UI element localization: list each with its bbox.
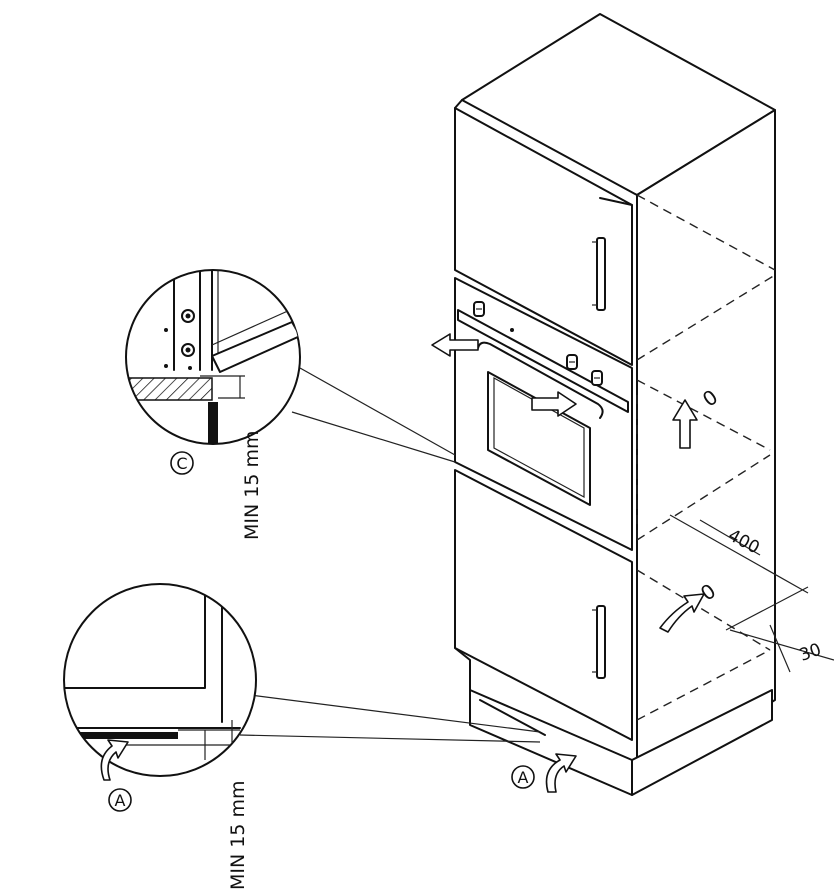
oven-knob-left-icon (473, 301, 485, 317)
detail-a-callout (239, 694, 541, 743)
hidden-shelf-3 (636, 569, 771, 651)
detail-a-airflow-arrow (100, 739, 129, 781)
lower-door-handle (592, 605, 606, 679)
oven-control-panel (457, 309, 629, 413)
detail-a-inset (63, 583, 257, 781)
airflow-bottom-arrow (545, 753, 577, 793)
lower-door (454, 469, 633, 741)
upper-door (454, 107, 633, 366)
built-in-oven (454, 277, 633, 551)
min-gap-lower-label: MIN 15 mm (227, 781, 249, 890)
cabinet-tower (454, 13, 776, 796)
detail-a-inset-label: A (115, 791, 126, 810)
detail-a-main-label: A (518, 768, 529, 787)
oven-knob-right-icon (591, 370, 603, 386)
oven-door-handle (477, 341, 604, 419)
detail-c-inset (125, 269, 301, 445)
detail-c-label: C (176, 454, 187, 473)
detail-a-main-marker: A (511, 765, 535, 789)
airflow-out-arrow (431, 333, 479, 357)
oven-knob-middle-icon (566, 354, 578, 370)
detail-c-marker: C (170, 451, 194, 475)
airflow-up-arrow-upper (672, 399, 698, 449)
detail-a-inset-marker: A (108, 788, 132, 812)
upper-door-handle (592, 237, 606, 311)
dimension-offset-label: 30 (797, 640, 824, 666)
hidden-shelf-1 (636, 194, 776, 271)
detail-c-callout (291, 367, 456, 463)
min-gap-upper-label: MIN 15 mm (241, 431, 263, 540)
airflow-panel-arrow (531, 391, 577, 417)
airflow-up-arrow-lower (659, 593, 705, 633)
hidden-shelf-2 (636, 379, 771, 451)
